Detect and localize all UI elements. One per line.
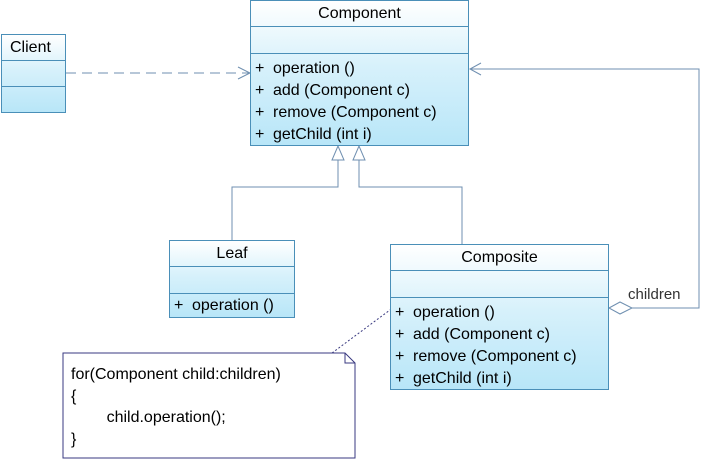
class-composite[interactable]: Composite +operation () +add (Component … [390, 244, 609, 390]
class-component[interactable]: Component +operation () +add (Component … [250, 0, 469, 146]
leaf-generalization-arrowhead [331, 144, 345, 161]
class-composite-name: Composite [391, 245, 608, 271]
class-composite-operations: +operation () +add (Component c) +remove… [391, 298, 608, 390]
aggregation-diamond [607, 301, 634, 315]
aggregation-label: children [628, 286, 681, 303]
class-leaf-operations: +operation () [170, 294, 294, 317]
operation-row: +getChild (int i) [395, 370, 512, 387]
operation-row: +getChild (int i) [255, 126, 372, 143]
composite-generalization-line [358, 160, 463, 244]
operation-row: +remove (Component c) [395, 348, 577, 365]
operation-row: +remove (Component c) [255, 104, 437, 121]
operation-row: +operation () [174, 297, 274, 314]
note-line: child.operation(); [71, 409, 226, 426]
class-leaf-name: Leaf [170, 241, 294, 267]
class-client-attributes [2, 61, 65, 87]
note-line: } [71, 431, 77, 448]
operation-row: +add (Component c) [395, 326, 550, 343]
aggregation-line [470, 68, 700, 309]
note-line: for(Component child:children) [71, 366, 281, 383]
class-leaf[interactable]: Leaf +operation () [169, 240, 295, 318]
aggregation-arrowhead [468, 62, 482, 76]
note-fold [344, 353, 355, 364]
class-component-name: Component [251, 1, 468, 27]
note-line: { [71, 388, 77, 405]
operation-row: +add (Component c) [255, 82, 410, 99]
note-shape [62, 352, 356, 459]
class-component-operations: +operation () +add (Component c) +remove… [251, 54, 468, 146]
operation-row: +operation () [395, 304, 495, 321]
class-component-attributes [251, 27, 468, 54]
class-leaf-attributes [170, 267, 294, 294]
class-client[interactable]: Client [1, 34, 66, 113]
class-client-name: Client [2, 35, 65, 61]
note-anchor-line [331, 306, 395, 354]
operation-row: +operation () [255, 60, 355, 77]
composite-generalization-arrowhead [352, 144, 366, 161]
leaf-generalization-line [231, 160, 339, 240]
class-composite-attributes [391, 271, 608, 298]
